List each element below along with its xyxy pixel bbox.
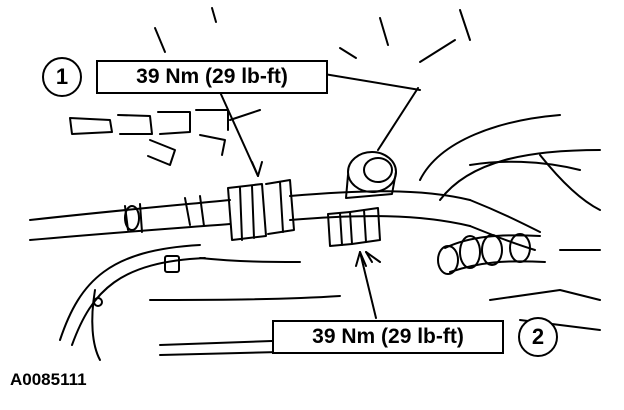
torque-label-1: 39 Nm (29 lb-ft) <box>96 60 328 94</box>
torque-label-2: 39 Nm (29 lb-ft) <box>272 320 504 354</box>
callout-number-1: 1 <box>42 57 82 97</box>
callout-number-2: 2 <box>518 317 558 357</box>
figure-id: A0085111 <box>10 370 87 389</box>
